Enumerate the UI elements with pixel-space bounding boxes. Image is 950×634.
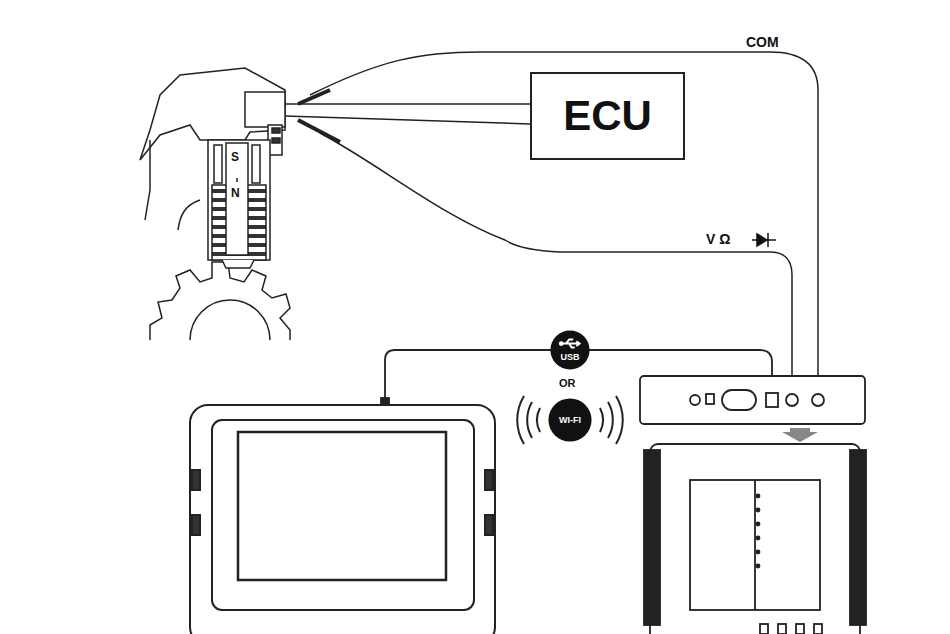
node-text: ECU [563, 92, 652, 140]
magnet-pole: S [231, 150, 239, 164]
port-label: V Ω [706, 231, 730, 247]
node-text: USB [560, 352, 579, 362]
port-label: COM [746, 34, 779, 50]
usb-badge: USB [550, 330, 590, 370]
vci-box [640, 376, 866, 634]
tablet [190, 405, 495, 634]
magnet-pole: N [231, 186, 240, 200]
ecu-box: ECU [530, 72, 685, 160]
ecu-wires [285, 104, 530, 124]
diode-symbol [752, 233, 776, 247]
node-text: WI-FI [559, 415, 581, 425]
wifi-waves [517, 396, 623, 444]
wifi-badge: WI-FI [548, 398, 592, 442]
connection-note: OR [559, 377, 576, 389]
badge-circle [550, 330, 590, 370]
probe-leads [298, 52, 818, 388]
gear [150, 262, 290, 340]
speed-sensor [140, 68, 285, 268]
